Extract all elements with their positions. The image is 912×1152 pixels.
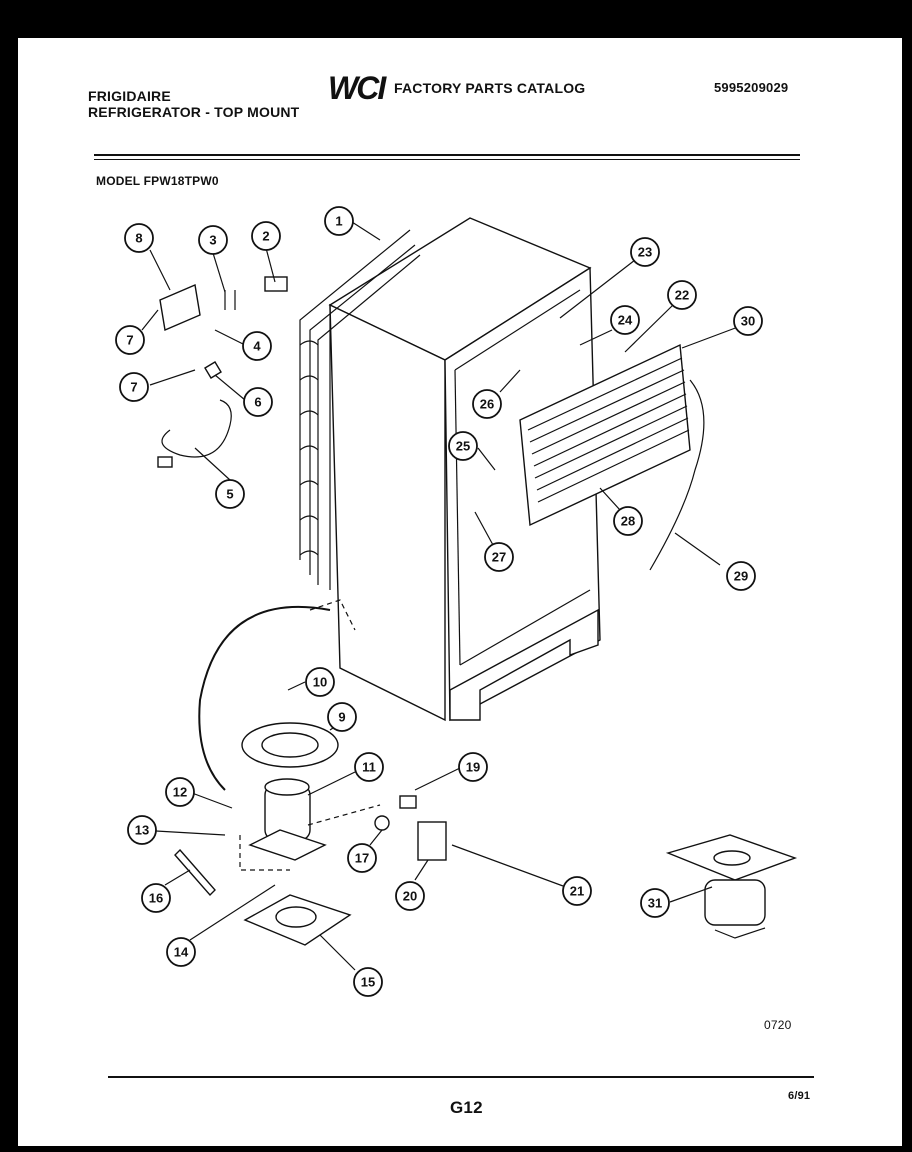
svg-text:24: 24 [618,313,633,328]
svg-text:14: 14 [174,945,189,960]
callout-11: 11 [354,752,384,782]
leader-lines [141,221,739,971]
svg-text:25: 25 [456,439,470,454]
svg-text:1: 1 [335,214,342,229]
evaporator-coil [519,343,705,571]
svg-text:27: 27 [492,550,506,565]
svg-text:5: 5 [226,487,233,502]
alternate-compressor [665,834,798,939]
refrigerator-cabinet [328,217,601,722]
svg-text:19: 19 [466,760,480,775]
svg-text:13: 13 [135,823,149,838]
callout-27: 27 [484,542,514,572]
svg-text:31: 31 [648,896,662,911]
callout-10: 10 [305,667,335,697]
svg-text:11: 11 [362,760,376,775]
callout-9: 9 [327,702,357,732]
diagram-ref-number: 0720 [764,1018,792,1032]
svg-text:15: 15 [361,975,375,990]
svg-text:9: 9 [338,710,345,725]
install-arrow [198,605,331,791]
callout-22: 22 [667,280,697,310]
svg-text:29: 29 [734,569,748,584]
catalog-number: 5995209029 [714,80,789,95]
svg-text:21: 21 [570,884,584,899]
header-rule-thin [94,159,800,160]
svg-text:10: 10 [313,675,327,690]
callout-12: 12 [165,777,195,807]
svg-text:7: 7 [130,380,137,395]
callout-16: 16 [141,883,171,913]
callout-13: 13 [127,815,157,845]
callout-17: 17 [347,843,377,873]
svg-text:2: 2 [262,229,269,244]
svg-text:30: 30 [741,314,755,329]
svg-text:6: 6 [254,395,261,410]
callout-24: 24 [610,305,640,335]
svg-text:16: 16 [149,891,163,906]
callout-2: 2 [251,221,281,251]
svg-text:17: 17 [355,851,369,866]
callout-1: 1 [324,206,354,236]
callout-15: 15 [353,967,383,997]
callout-25: 25 [448,431,478,461]
header-rule [94,154,800,156]
callout-7b: 7 [119,372,149,402]
svg-text:20: 20 [403,889,417,904]
small-parts-upper [157,276,288,468]
print-date: 6/91 [788,1090,811,1102]
svg-text:7: 7 [126,333,133,348]
callout-6: 6 [243,387,273,417]
product-type: REFRIGERATOR - TOP MOUNT [88,104,300,120]
svg-text:22: 22 [675,288,689,303]
svg-text:28: 28 [621,514,635,529]
callout-23: 23 [630,237,660,267]
callout-7a: 7 [115,325,145,355]
brand-name: FRIGIDAIRE [88,88,171,104]
callout-21: 21 [562,876,592,906]
callout-3: 3 [198,225,228,255]
callout-29: 29 [726,561,756,591]
svg-text:4: 4 [253,339,261,354]
callout-4: 4 [242,331,272,361]
callout-30: 30 [733,306,763,336]
callout-14: 14 [166,937,196,967]
svg-text:3: 3 [209,233,216,248]
callout-31: 31 [640,888,670,918]
svg-text:23: 23 [638,245,652,260]
catalog-title: FACTORY PARTS CATALOG [394,80,586,96]
wci-logo: WCI [328,70,386,106]
callout-28: 28 [613,506,643,536]
page-code: G12 [450,1098,483,1117]
callout-balloons: 1 2 3 8 7 4 7 6 5 23 22 24 30 26 25 27 2… [115,206,763,997]
condenser-coil [299,229,421,590]
footer-rule [108,1076,814,1078]
svg-text:8: 8 [135,231,142,246]
compressor-assembly [174,722,447,946]
svg-text:26: 26 [480,397,494,412]
model-label: MODEL FPW18TPW0 [96,174,219,188]
callout-8: 8 [124,223,154,253]
callout-5: 5 [215,479,245,509]
svg-text:12: 12 [173,785,187,800]
callout-19: 19 [458,752,488,782]
callout-26: 26 [472,389,502,419]
callout-20: 20 [395,881,425,911]
